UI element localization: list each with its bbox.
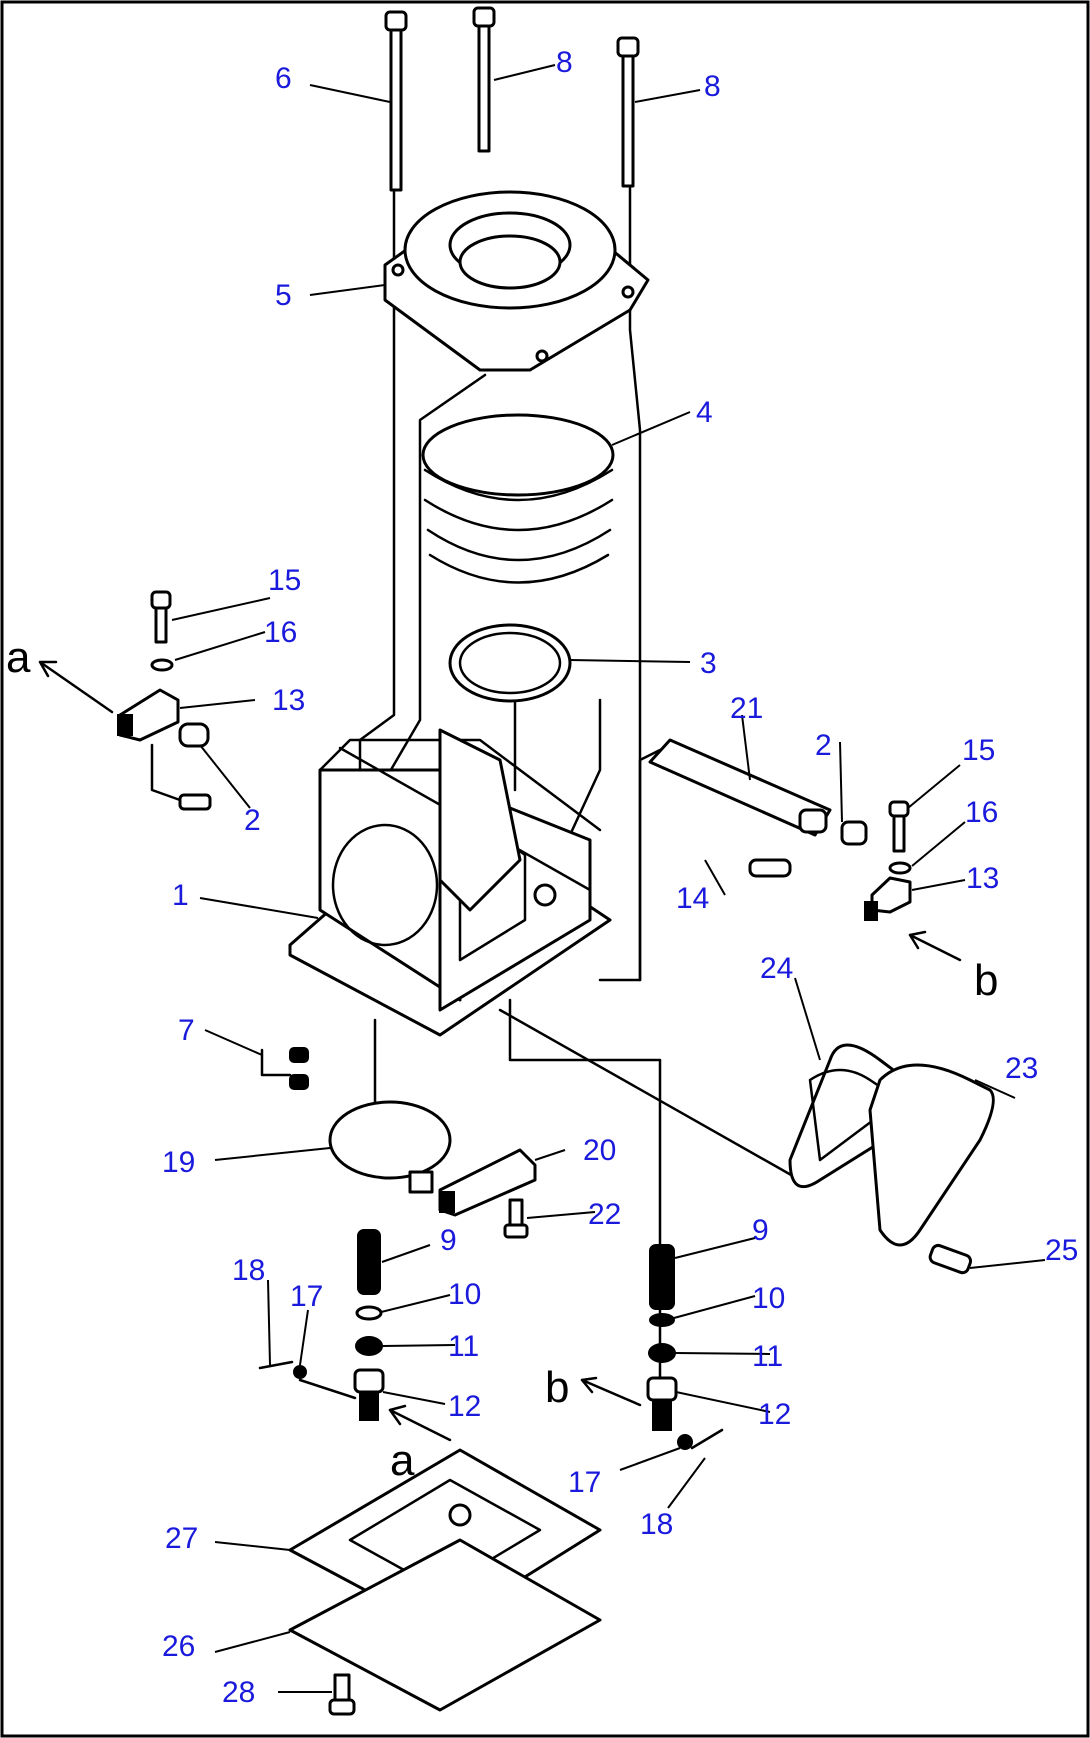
- bolt-15-left: [150, 590, 172, 644]
- callout-23: 23: [1005, 1052, 1038, 1085]
- washer-16-left: [150, 658, 174, 672]
- spring-9-left: [357, 1229, 381, 1295]
- washer-10-right: [649, 1313, 675, 1327]
- washer-10-left: [355, 1305, 383, 1321]
- callout-5: 5: [275, 279, 292, 312]
- bracket-20: [438, 1148, 537, 1217]
- callout-14: 14: [676, 882, 709, 915]
- nut-11-right: [648, 1343, 676, 1363]
- o-ring-3: [448, 623, 572, 703]
- arrow-b-bottom: [580, 1376, 642, 1407]
- callout-3: 3: [700, 647, 717, 680]
- bolt-8-center: [472, 6, 496, 153]
- callout-2: 2: [244, 804, 261, 837]
- callout-9: 9: [752, 1214, 769, 1247]
- callout-20: 20: [583, 1134, 616, 1167]
- pin-right: [748, 858, 792, 878]
- callout-17: 17: [568, 1466, 601, 1499]
- callout-25: 25: [1045, 1234, 1078, 1267]
- ref-letter-b: b: [974, 956, 998, 1005]
- arrow-b-top: [908, 930, 962, 962]
- callout-7: 7: [178, 1014, 195, 1047]
- arrow-a-bottom: [388, 1404, 452, 1442]
- cotter-17-18-left: [258, 1360, 357, 1400]
- bolt-8-right: [616, 36, 640, 188]
- callout-18: 18: [640, 1508, 673, 1541]
- callout-12: 12: [448, 1390, 481, 1423]
- callout-15: 15: [268, 564, 301, 597]
- callout-10: 10: [752, 1282, 785, 1315]
- callout-16: 16: [965, 796, 998, 829]
- washer-16-right: [888, 861, 912, 875]
- spring-9-right: [649, 1244, 675, 1310]
- ref-letter-a: a: [390, 1436, 415, 1485]
- callout-27: 27: [165, 1522, 198, 1555]
- bolt-15-right: [888, 800, 910, 853]
- cotter-17-18-right: [677, 1428, 724, 1450]
- callout-28: 28: [222, 1676, 255, 1709]
- bushing-2-left: [178, 722, 210, 748]
- nut-11-left: [355, 1336, 383, 1356]
- cover-23: [868, 1063, 995, 1247]
- leader-lines: [171, 64, 1046, 1693]
- callout-9: 9: [440, 1224, 457, 1257]
- bolt-25: [928, 1243, 973, 1275]
- frame-1: [288, 728, 612, 1037]
- plate-26: [288, 1538, 602, 1712]
- callout-24: 24: [760, 952, 793, 985]
- callout-8: 8: [556, 46, 573, 79]
- bolt-28: [328, 1673, 356, 1716]
- ref-letter-a: a: [6, 633, 31, 682]
- pin-12-right: [646, 1376, 678, 1431]
- callout-11: 11: [448, 1330, 479, 1363]
- ref-letter-b: b: [545, 1363, 569, 1412]
- bolt-22: [503, 1198, 529, 1239]
- pin-12-left: [353, 1368, 385, 1421]
- nut-7: [260, 1047, 309, 1090]
- callout-6: 6: [275, 62, 292, 95]
- callout-22: 22: [588, 1198, 621, 1231]
- callout-19: 19: [162, 1146, 195, 1179]
- reference-letters: a b a b: [6, 633, 998, 1485]
- callout-labels: 6 8 8 5 4 3 15 16 13 2 1 7 19 20 22 9 10…: [162, 46, 1078, 1709]
- callout-10: 10: [448, 1278, 481, 1311]
- gasket-19: [328, 1100, 452, 1194]
- bolt-6: [384, 10, 408, 192]
- flange-plate-5: [383, 190, 650, 372]
- callout-4: 4: [696, 396, 713, 429]
- callout-12: 12: [758, 1398, 791, 1431]
- bellows-4: [421, 413, 615, 584]
- bushing-2-right: [840, 820, 868, 846]
- clamp-13-right: [864, 876, 912, 921]
- callout-15: 15: [962, 734, 995, 767]
- callout-26: 26: [162, 1630, 195, 1663]
- bolt-left-lower: [150, 743, 212, 811]
- plate-14-21: [648, 738, 832, 837]
- callout-11: 11: [752, 1340, 783, 1373]
- callout-16: 16: [264, 616, 297, 649]
- arrow-a-top: [38, 660, 114, 714]
- callout-18: 18: [232, 1254, 265, 1287]
- callout-2: 2: [815, 729, 832, 762]
- callout-8: 8: [704, 70, 721, 103]
- callout-13: 13: [966, 862, 999, 895]
- callout-21: 21: [730, 692, 763, 725]
- callout-1: 1: [172, 879, 189, 912]
- callout-17: 17: [290, 1280, 323, 1313]
- callout-13: 13: [272, 684, 305, 717]
- clamp-13-left: [117, 688, 180, 742]
